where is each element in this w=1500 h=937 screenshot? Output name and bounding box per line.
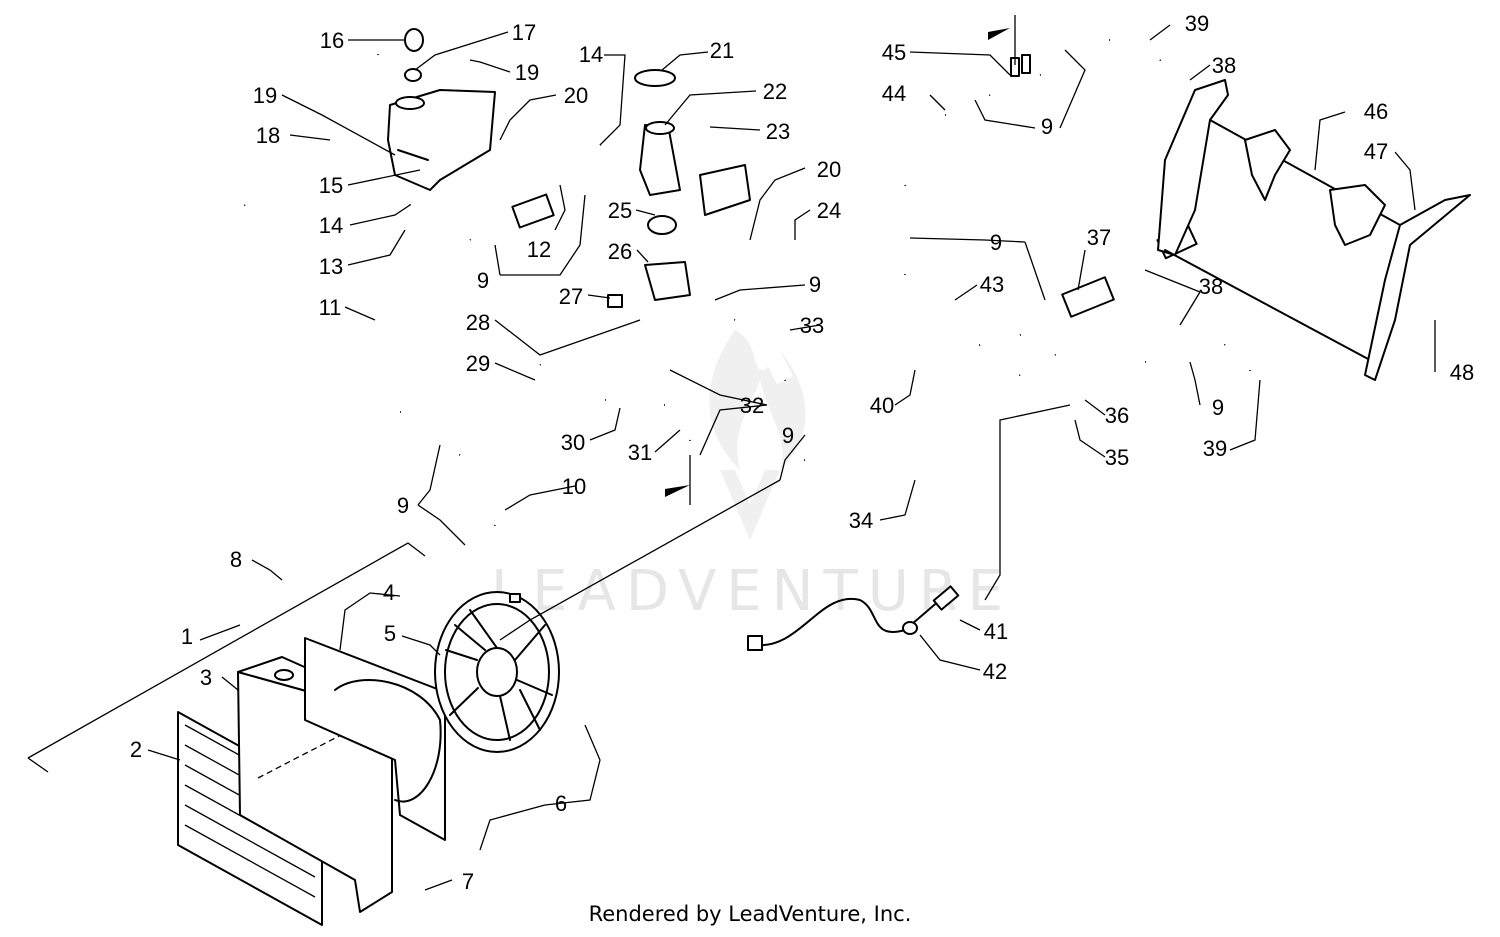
frame-bracket-46 bbox=[1157, 79, 1471, 381]
callout-44: 44 bbox=[882, 81, 906, 106]
callout-9: 9 bbox=[1041, 114, 1053, 139]
callout-29: 29 bbox=[466, 351, 490, 376]
callout-31: 31 bbox=[628, 440, 652, 465]
callout-11: 11 bbox=[319, 295, 342, 320]
hose-29 bbox=[521, 363, 606, 408]
callout-15: 15 bbox=[319, 173, 343, 198]
callout-33: 33 bbox=[800, 313, 824, 338]
callout-24: 24 bbox=[817, 198, 841, 223]
callout-28: 28 bbox=[466, 310, 490, 335]
callout-20: 20 bbox=[564, 83, 588, 108]
sensor-connector-42 bbox=[902, 621, 918, 635]
callout-3: 3 bbox=[200, 665, 212, 690]
callout-18: 18 bbox=[256, 123, 280, 148]
thermostat-housing bbox=[607, 69, 691, 308]
flow-arrow-bottom bbox=[665, 485, 690, 497]
hose-33 bbox=[731, 311, 794, 385]
coolant-reservoir bbox=[387, 89, 496, 191]
callout-14: 14 bbox=[579, 42, 603, 67]
radiator-assembly bbox=[27, 542, 560, 926]
callout-6: 6 bbox=[555, 791, 567, 816]
callout-12: 12 bbox=[527, 237, 551, 262]
radiator-filler-neck bbox=[274, 669, 294, 681]
callout-30: 30 bbox=[561, 430, 585, 455]
callout-47: 47 bbox=[1364, 139, 1388, 164]
hose-39-upper bbox=[1109, 31, 1167, 67]
callout-39: 39 bbox=[1185, 11, 1209, 36]
callout-9: 9 bbox=[990, 230, 1002, 255]
cap-gasket bbox=[404, 68, 422, 82]
callout-37: 37 bbox=[1087, 225, 1111, 250]
callout-19: 19 bbox=[253, 83, 277, 108]
callout-46: 46 bbox=[1364, 99, 1388, 124]
overflow-hose bbox=[398, 142, 602, 249]
callout-32: 32 bbox=[740, 393, 764, 418]
callout-9: 9 bbox=[397, 493, 409, 518]
callout-23: 23 bbox=[766, 119, 790, 144]
callout-4: 4 bbox=[383, 580, 395, 605]
callout-17: 17 bbox=[512, 20, 536, 45]
callout-9: 9 bbox=[809, 272, 821, 297]
callout-38: 38 bbox=[1212, 53, 1236, 78]
callout-34: 34 bbox=[849, 508, 873, 533]
radiator-upper-hose bbox=[351, 233, 475, 420]
callout-21: 21 bbox=[710, 38, 734, 63]
callout-36: 36 bbox=[1105, 403, 1129, 428]
callout-48: 48 bbox=[1450, 360, 1474, 385]
tee-fitting-45 bbox=[987, 67, 1043, 103]
callout-38: 38 bbox=[1199, 274, 1223, 299]
callout-25: 25 bbox=[608, 198, 632, 223]
callout-1: 1 bbox=[181, 624, 193, 649]
callout-42: 42 bbox=[983, 659, 1007, 684]
callout-9: 9 bbox=[782, 423, 794, 448]
callout-7: 7 bbox=[462, 869, 474, 894]
callout-9: 9 bbox=[477, 268, 489, 293]
callout-43: 43 bbox=[980, 272, 1004, 297]
callout-27: 27 bbox=[559, 284, 583, 309]
hose-31 bbox=[664, 398, 699, 442]
callout-45: 45 bbox=[882, 40, 906, 65]
hose-12 bbox=[511, 193, 555, 229]
callout-8: 8 bbox=[230, 547, 242, 572]
callout-40: 40 bbox=[870, 393, 894, 418]
callout-13: 13 bbox=[319, 254, 343, 279]
reservoir-cap bbox=[404, 28, 424, 52]
coolant-pipe-40 bbox=[893, 274, 1146, 379]
callout-20: 20 bbox=[817, 157, 841, 182]
footer-credit: Rendered by LeadVenture, Inc. bbox=[588, 902, 912, 926]
hose-10 bbox=[455, 446, 509, 529]
callout-14: 14 bbox=[319, 213, 343, 238]
flow-arrow-top bbox=[988, 28, 1010, 40]
hose-37 bbox=[1061, 276, 1115, 318]
callout-10: 10 bbox=[562, 474, 586, 499]
callout-22: 22 bbox=[763, 79, 787, 104]
mounting-bracket bbox=[699, 164, 751, 216]
hose-39-lower bbox=[1217, 337, 1260, 374]
callout-5: 5 bbox=[384, 621, 396, 646]
callout-labels: 16 17 19 19 18 20 14 21 22 23 20 24 15 1… bbox=[130, 11, 1474, 894]
callout-26: 26 bbox=[608, 239, 632, 264]
hose-34 bbox=[801, 363, 972, 472]
callout-35: 35 bbox=[1105, 445, 1129, 470]
callout-9: 9 bbox=[1212, 395, 1224, 420]
callout-39: 39 bbox=[1203, 436, 1227, 461]
hose-44 bbox=[892, 106, 947, 188]
callout-16: 16 bbox=[320, 28, 344, 53]
callout-41: 41 bbox=[984, 619, 1008, 644]
sensor-wire bbox=[754, 597, 941, 647]
temp-sensor-41 bbox=[932, 585, 960, 611]
watermark-text: LEADVENTURE bbox=[491, 559, 1013, 624]
cooling-fan bbox=[434, 591, 560, 753]
callout-2: 2 bbox=[130, 737, 142, 762]
leader-lines bbox=[147, 24, 1436, 891]
callout-19: 19 bbox=[515, 60, 539, 85]
